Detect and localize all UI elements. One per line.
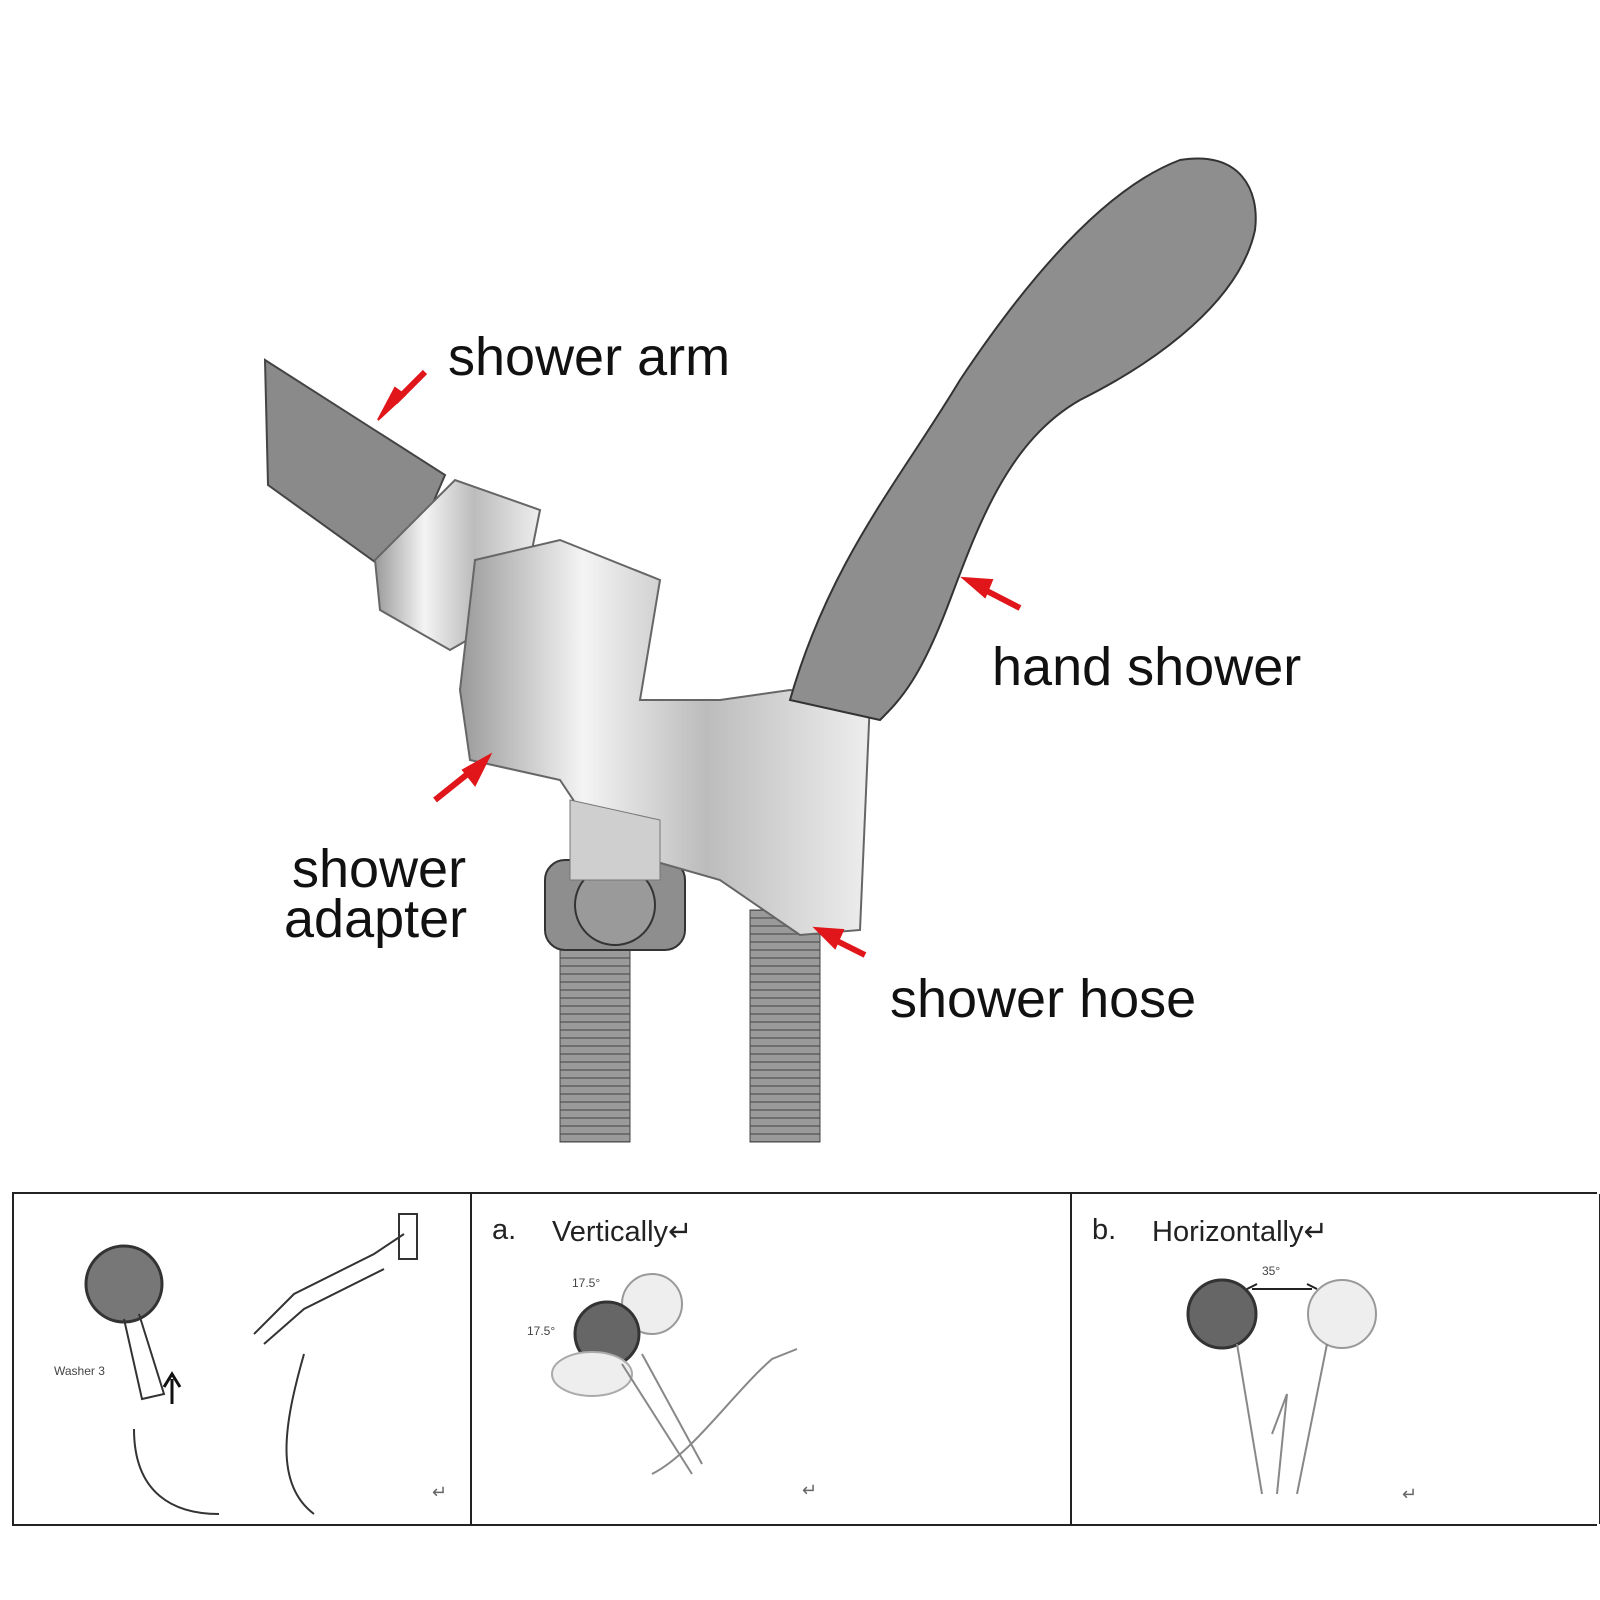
shower-adapter: [373, 478, 872, 937]
angle-label: 35°: [1262, 1264, 1281, 1278]
label-shower-arm: shower arm: [448, 327, 731, 387]
panel-horizontally: b. Horizontally↵ 35° ↵: [1070, 1194, 1600, 1524]
vertical-illustration: [551, 1273, 798, 1475]
panel-title: Horizontally↵: [1152, 1216, 1328, 1248]
panel-install: Washer 3 ↵: [12, 1194, 482, 1524]
washer-label: Washer 3: [54, 1364, 105, 1378]
arrows: [377, 369, 1022, 958]
panel-prefix: b.: [1092, 1214, 1117, 1246]
label-shower-hose: shower hose: [890, 969, 1197, 1029]
label-shower-adapter-2: adapter: [284, 889, 468, 949]
label-shower-adapter-1: shower: [292, 839, 467, 899]
instruction-panels: Washer 3 ↵ a. Vertically↵ 17.5° 17.5° ↵ …: [12, 1192, 1600, 1526]
shower-hose-left: [559, 919, 631, 1143]
panel-prefix: a.: [492, 1214, 517, 1246]
main-diagram: shower arm hand shower shower adapter sh…: [263, 157, 1302, 1143]
label-hand-shower: hand shower: [992, 637, 1302, 697]
shower-hose-right: [749, 909, 821, 1143]
return-mark: ↵: [1402, 1484, 1418, 1504]
hand-shower: [788, 157, 1257, 722]
return-mark: ↵: [802, 1480, 818, 1500]
horizontal-illustration: [1186, 1278, 1377, 1495]
panel-vertically: a. Vertically↵ 17.5° 17.5° ↵: [470, 1194, 1072, 1524]
return-mark: ↵: [432, 1482, 448, 1502]
shower-assembly-illustration: [263, 157, 1257, 1143]
panel-title: Vertically↵: [552, 1216, 693, 1248]
angle-bottom: 17.5°: [527, 1324, 556, 1338]
install-illustration: [84, 1213, 418, 1515]
hex-nut: [544, 859, 686, 951]
angle-top: 17.5°: [572, 1276, 601, 1290]
